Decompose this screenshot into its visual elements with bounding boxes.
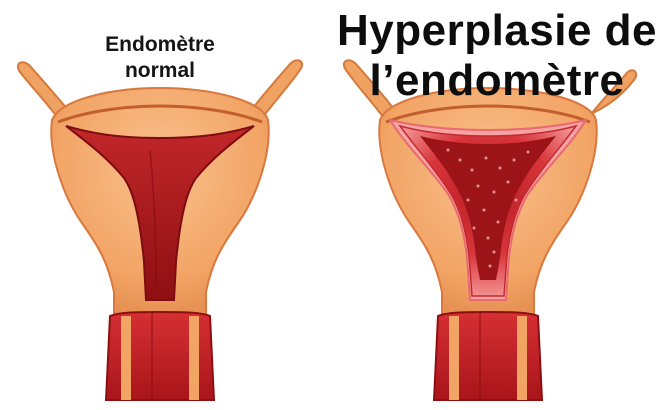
hyperplasia-label-line2: l’endomètre: [326, 56, 668, 106]
normal-label-line2: normal: [70, 58, 250, 84]
hyperplasia-label: Hyperplasie de l’endomètre: [326, 6, 668, 106]
normal-endometrium-label: Endomètre normal: [70, 32, 250, 84]
normal-uterus: [18, 60, 302, 400]
normal-label-line1: Endomètre: [70, 32, 250, 58]
hyperplasia-uterus: [344, 60, 636, 400]
hyperplasia-label-line1: Hyperplasie de: [326, 6, 668, 56]
